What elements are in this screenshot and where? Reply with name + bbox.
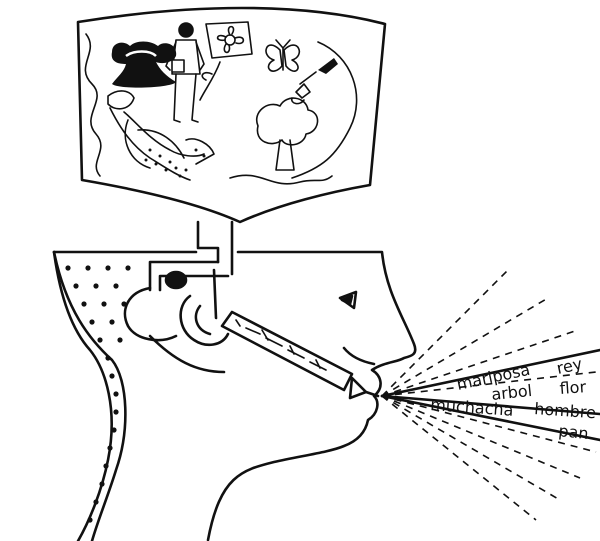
man-image: [166, 23, 204, 122]
vocal-tube: [222, 312, 378, 398]
word-hombre: hombre: [534, 399, 597, 422]
word-flor: flor: [559, 377, 587, 398]
hair-dots: [65, 265, 130, 522]
connecting-tube: [150, 222, 232, 290]
flower-image: [200, 22, 252, 100]
head-back-dotted: [54, 252, 176, 541]
ear-chamber: [166, 270, 228, 345]
king-image: [292, 58, 338, 104]
tree-image: [257, 98, 318, 170]
thought-frame: [78, 8, 385, 222]
word-pan: pan: [558, 421, 590, 443]
girl-image: [108, 91, 214, 180]
butterfly-image: [266, 40, 299, 71]
neck: [150, 336, 224, 372]
